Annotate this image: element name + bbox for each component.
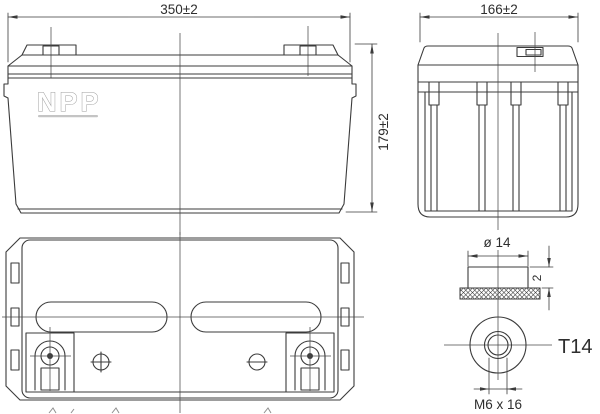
- terminal-thread-dimension: M6 x 16: [473, 357, 523, 412]
- negative-terminal-icon: [246, 353, 268, 371]
- cropped-dimension-marks: [48, 407, 272, 414]
- depth-dimension-label: 166±2: [480, 2, 517, 17]
- npp-logo: NPP: [37, 87, 102, 118]
- side-view: 166±2: [417, 2, 579, 230]
- terminal-protrusion-label: 2: [530, 274, 544, 281]
- top-left-terminal: [25, 327, 75, 393]
- width-dimension: 350±2: [7, 2, 351, 63]
- terminal-plan-view: [444, 250, 552, 380]
- height-dimension-label: 179±2: [376, 113, 391, 150]
- terminal-type-label: T14: [558, 336, 592, 358]
- positive-terminal-icon: [90, 351, 112, 373]
- terminal-detail: ø 14 2 T14: [444, 235, 592, 412]
- npp-logo-text: NPP: [37, 87, 102, 117]
- npp-logo-tagline: [38, 115, 98, 118]
- terminal-post-section: [459, 266, 541, 300]
- side-ribs: [428, 81, 569, 212]
- terminal-diameter-label: ø 14: [483, 235, 511, 250]
- terminal-protrusion-dimension: 2: [529, 245, 554, 311]
- height-dimension: 179±2: [345, 43, 391, 213]
- front-view: 350±2 179±2: [3, 2, 391, 235]
- top-right-terminal: [285, 327, 335, 393]
- width-dimension-label: 350±2: [160, 2, 197, 17]
- top-view: [2, 232, 364, 414]
- depth-dimension: 166±2: [419, 2, 579, 43]
- lid-crosshatch-section: [459, 287, 541, 300]
- terminal-thread-label: M6 x 16: [474, 397, 522, 412]
- front-right-terminal: [283, 26, 339, 76]
- front-left-terminal: [21, 27, 77, 78]
